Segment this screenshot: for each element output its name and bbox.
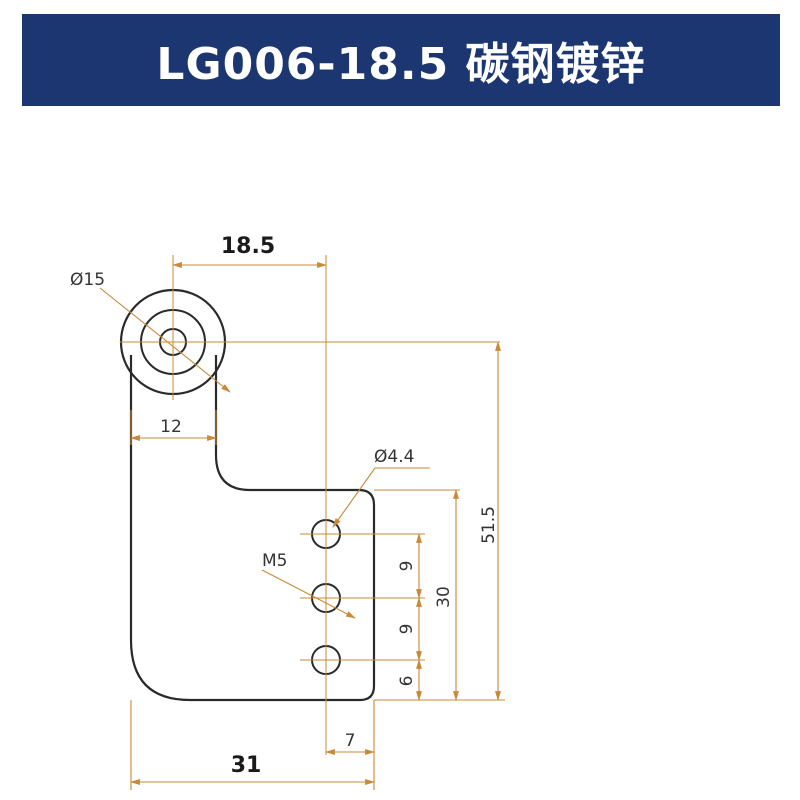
dim-thread-leader: [261, 569, 356, 619]
dim-hole-leader: [332, 467, 376, 528]
dim-bottom-margin-label: 6: [397, 676, 417, 687]
dim-total-height-label: 51.5: [479, 506, 499, 544]
dim-roller-label: Ø15: [70, 270, 105, 290]
dim-pitch-upper-label: 9: [397, 561, 417, 572]
dim-arm-label: 12: [160, 417, 182, 437]
dim-pitch-lower-label: 9: [397, 624, 417, 635]
dim-roller-leader: [99, 287, 231, 393]
dim-hole-label: Ø4.4: [374, 447, 414, 467]
dim-edge-offset-label: 7: [345, 731, 356, 751]
dim-hole-span-label: 30: [434, 586, 454, 608]
dim-offset-label: 18.5: [221, 234, 275, 259]
title-banner: LG006-18.5 碳钢镀锌: [22, 14, 780, 106]
page-title: LG006-18.5 碳钢镀锌: [156, 39, 646, 90]
dim-thread-label: M5: [262, 551, 287, 571]
dim-total-width-label: 31: [231, 753, 262, 778]
bracket-outline: [129, 355, 376, 702]
